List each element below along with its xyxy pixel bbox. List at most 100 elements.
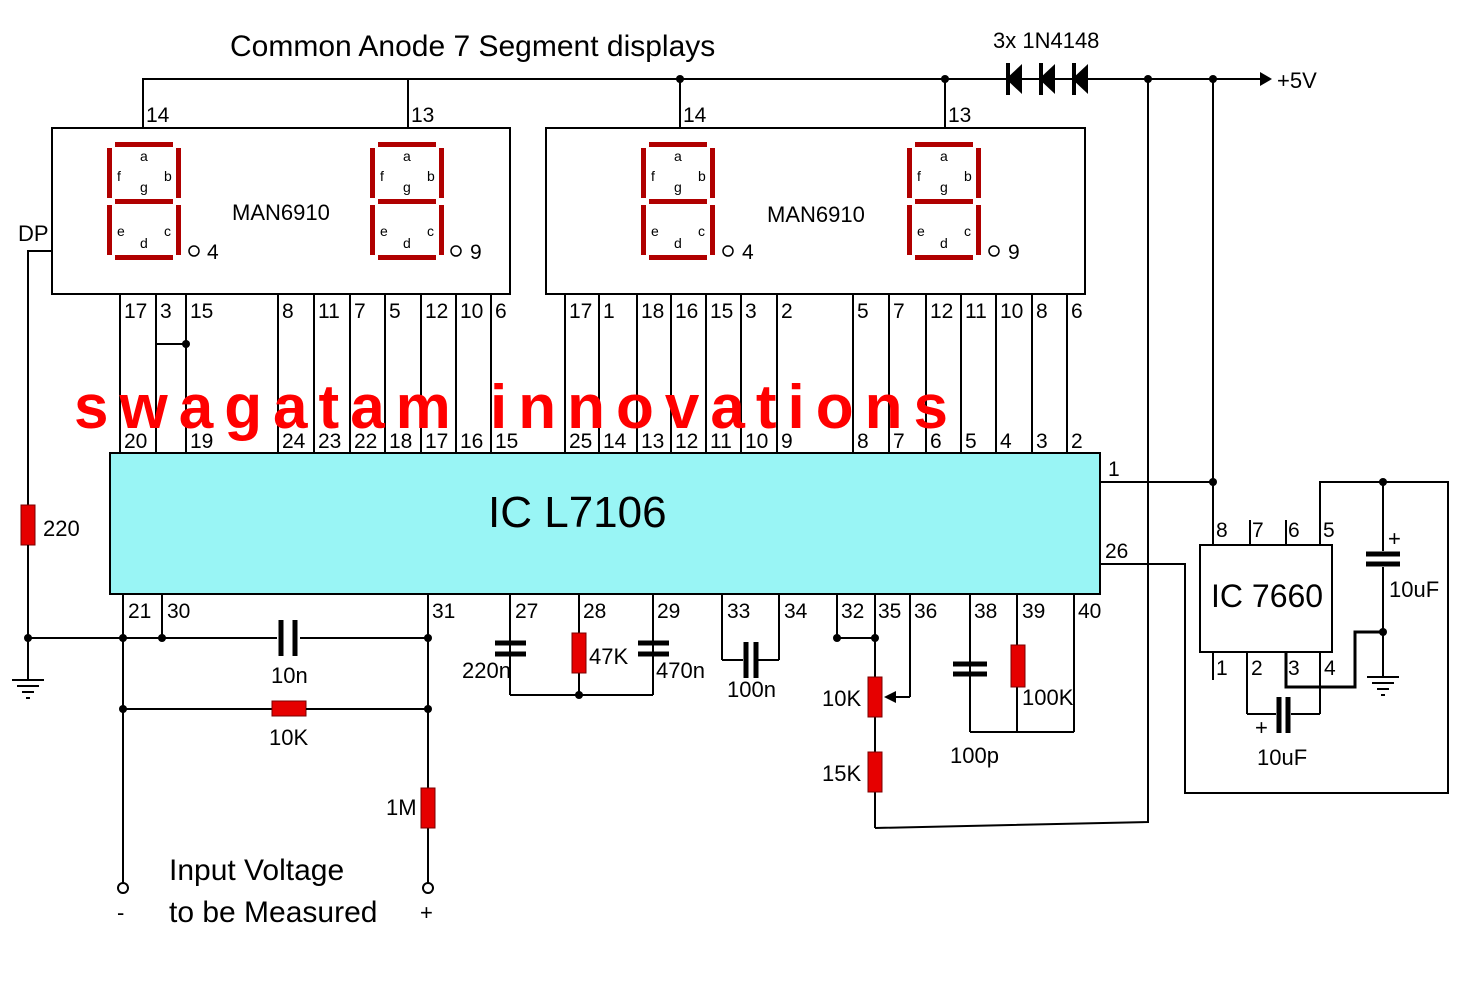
segment-b <box>710 148 715 198</box>
segment-e <box>370 205 375 255</box>
ic-7660-section <box>1199 478 1400 733</box>
ic-pin-35: 35 <box>878 600 901 623</box>
c10uf-b-label: 10uF <box>1257 745 1307 770</box>
display1-dp-pin-9: 9 <box>470 241 482 264</box>
c10uf-a-label: 10uF <box>1389 577 1439 602</box>
c100p-label: 100p <box>950 743 999 768</box>
ic-top-pin-13: 13 <box>641 430 664 453</box>
segment-e <box>907 205 912 255</box>
segment-letter-a: a <box>140 148 148 164</box>
display1-pin-14: 14 <box>146 104 170 127</box>
ic-top-pin-22: 22 <box>354 430 377 453</box>
segment-b <box>176 148 181 198</box>
display1-pin-15: 15 <box>190 300 213 323</box>
segment-letter-f: f <box>117 168 121 184</box>
display2-pin-17: 17 <box>569 300 592 323</box>
display1-part: MAN6910 <box>232 200 330 225</box>
segment-g <box>378 199 436 204</box>
display2-part: MAN6910 <box>767 202 865 227</box>
segment-e <box>107 205 112 255</box>
segment-letter-d: d <box>140 235 148 251</box>
ic-l7106-name: IC L7106 <box>488 488 667 537</box>
segment-f <box>107 148 112 198</box>
ic-top-pin-10: 10 <box>745 430 768 453</box>
segment-letter-e: e <box>651 223 659 239</box>
segment-letter-d: d <box>674 235 682 251</box>
ic7660-pin-7: 7 <box>1252 519 1264 542</box>
segment-letter-g: g <box>940 179 948 195</box>
segment-d <box>915 255 973 260</box>
input-plus: + <box>420 900 433 925</box>
ic-top-pin-4: 4 <box>1000 430 1012 453</box>
segment-c <box>710 205 715 255</box>
ic-pin-21: 21 <box>128 600 151 623</box>
r15k-label: 15K <box>822 761 861 786</box>
c10uf-a-plus: + <box>1388 526 1401 551</box>
segment-letter-b: b <box>427 168 435 184</box>
segment-g <box>115 199 173 204</box>
ic-top-pin-15: 15 <box>495 430 518 453</box>
display1-pin-12: 12 <box>425 300 448 323</box>
input-section <box>12 504 436 894</box>
reference-section <box>833 634 910 793</box>
input-minus: - <box>117 900 124 925</box>
c220n-label: 220n <box>462 658 511 683</box>
segment-letter-a: a <box>940 148 948 164</box>
ic-top-pin-16: 16 <box>460 430 483 453</box>
ic7660-pin-4: 4 <box>1324 657 1336 680</box>
diodes-3x-1n4148 <box>1005 63 1088 95</box>
display2-pin-7: 7 <box>893 300 905 323</box>
diagram-title: Common Anode 7 Segment displays <box>230 30 715 63</box>
ic-pin-40: 40 <box>1078 600 1101 623</box>
segment-d <box>115 255 173 260</box>
ic-top-pin-23: 23 <box>318 430 341 453</box>
ic-top-pin-5: 5 <box>965 430 977 453</box>
integrator-section <box>495 632 779 699</box>
display2-pin-3: 3 <box>745 300 757 323</box>
display-module-2: 14 13 MAN6910 4 9 <box>545 104 1086 295</box>
display2-pin-2: 2 <box>781 300 793 323</box>
ic-pin-28: 28 <box>583 600 606 623</box>
diodes-label: 3x 1N4148 <box>993 28 1099 53</box>
display2-pin-18: 18 <box>641 300 664 323</box>
r220-label: 220 <box>43 516 80 541</box>
segment-letter-d: d <box>940 235 948 251</box>
ic-pin-30: 30 <box>167 600 190 623</box>
segment-letter-b: b <box>698 168 706 184</box>
supply-label: +5V <box>1277 68 1317 93</box>
r47k-label: 47K <box>589 644 628 669</box>
segment-f <box>907 148 912 198</box>
segment-letter-g: g <box>140 179 148 195</box>
segment-b <box>439 148 444 198</box>
display2-pin-10: 10 <box>1000 300 1023 323</box>
c470n-label: 470n <box>656 658 705 683</box>
display2-pin-5: 5 <box>857 300 869 323</box>
display1-pin-5: 5 <box>389 300 401 323</box>
display1-pin-10: 10 <box>460 300 483 323</box>
segment-letter-f: f <box>917 168 921 184</box>
ic-top-pin-17: 17 <box>425 430 448 453</box>
segment-e <box>641 205 646 255</box>
segment-a <box>378 142 436 147</box>
c10n-label: 10n <box>271 663 308 688</box>
display1-pin-6: 6 <box>495 300 507 323</box>
display2-pin-16: 16 <box>675 300 698 323</box>
display-module-1: 14 13 MAN6910 4 9 <box>51 104 511 295</box>
segment-g <box>649 199 707 204</box>
display2-pin-8: 8 <box>1036 300 1048 323</box>
c10uf-b-plus: + <box>1255 715 1268 740</box>
display2-pin-14: 14 <box>683 104 707 127</box>
ic7660-pin-1: 1 <box>1216 657 1228 680</box>
ic-pin-26: 26 <box>1105 540 1128 563</box>
c100n-label: 100n <box>727 677 776 702</box>
segment-letter-g: g <box>674 179 682 195</box>
ic-pin-36: 36 <box>914 600 937 623</box>
ic-7660-name: IC 7660 <box>1211 578 1323 614</box>
